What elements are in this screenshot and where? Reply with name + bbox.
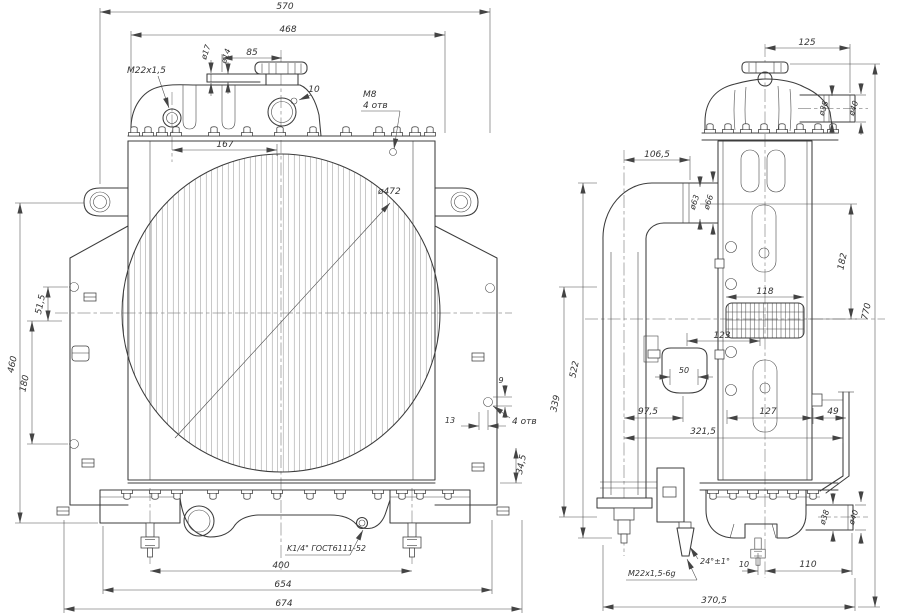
left-foot-stud	[140, 522, 160, 558]
front-view: 570 468 85 ø17 ø14 M22x1,5 10 M8 4 отв 1…	[6, 2, 537, 613]
dim-bottom-pipe-id: ø38	[818, 509, 832, 527]
dim-front-85: 85	[246, 48, 258, 58]
dim-front-460: 460	[6, 355, 19, 374]
drain-plug	[676, 521, 695, 557]
dim-side-97-5: 97,5	[638, 407, 658, 417]
dim-front-51-5: 51,5	[34, 293, 48, 315]
dim-side-118: 118	[756, 287, 773, 297]
bottom-flange-bolts	[121, 489, 454, 500]
dim-front-180: 180	[18, 374, 31, 393]
dim-front-570: 570	[276, 2, 293, 12]
dim-pad-50: 50	[679, 366, 689, 375]
dim-front-654: 654	[274, 580, 291, 590]
label-drain-spec: K1/4" ГОСТ6111-52	[287, 544, 366, 553]
side-dimensions: 125 ø38 ø40 106,5 ø63 ø66 182 118 770	[549, 38, 880, 611]
dim-side-370-5: 370,5	[701, 596, 727, 606]
dim-side-123: 123	[713, 331, 730, 341]
side-bottom-tank	[699, 482, 854, 566]
front-bottom-tank	[99, 482, 471, 558]
dim-front-674: 674	[275, 599, 292, 609]
dim-front-468: 468	[279, 25, 296, 35]
dim-side-110: 110	[799, 560, 816, 570]
dim-side-125: 125	[798, 38, 815, 48]
side-view: 125 ø38 ø40 106,5 ø63 ø66 182 118 770	[549, 38, 885, 611]
dim-side-106-5: 106,5	[644, 150, 670, 160]
dim-inlet-pipe-od: ø66	[702, 194, 716, 212]
front-top-tank	[127, 61, 436, 156]
filler-cap	[254, 61, 308, 127]
side-bottom-bolts	[707, 489, 819, 500]
dim-side-127: 127	[759, 407, 776, 417]
label-bolt-m8: M8	[363, 90, 377, 100]
label-bolt-m8-qty: 4 отв	[363, 101, 388, 111]
dim-bottom-pipe-od: ø40	[847, 509, 861, 527]
front-dimensions: 570 468 85 ø17 ø14 M22x1,5 10 M8 4 отв 1…	[6, 2, 537, 613]
right-foot-stud	[402, 522, 422, 558]
dim-top-pipe-od: ø40	[847, 100, 861, 118]
label-holes-qty: 4 отв	[512, 417, 537, 427]
overflow-pipe	[206, 73, 261, 83]
label-drain-thread: M22x1,5-6g	[628, 569, 676, 578]
dim-front-400: 400	[272, 561, 289, 571]
front-side-brackets	[56, 225, 510, 516]
inlet-boss	[162, 108, 182, 128]
front-mounting-ears	[83, 187, 479, 217]
corrugated-hose	[725, 302, 805, 339]
label-inlet-thread: M22x1,5	[127, 66, 166, 76]
side-core	[714, 140, 854, 494]
top-flange-bolts	[128, 126, 436, 137]
outlet-pipe-bottom	[805, 504, 854, 531]
side-top-tank	[701, 61, 856, 141]
dim-fan-dia-472: ø472	[377, 187, 401, 197]
outlet-pipe-top	[799, 94, 856, 123]
dim-hole-offset-9: 9	[498, 376, 503, 385]
filler-cap-side	[741, 61, 789, 87]
side-top-bolts	[704, 123, 839, 134]
dim-overflow-id: ø14	[219, 47, 233, 65]
dim-inlet-pipe-id: ø63	[688, 194, 702, 212]
dim-side-321-5: 321,5	[690, 427, 716, 437]
dim-side-10: 10	[739, 560, 749, 569]
dim-side-182: 182	[836, 252, 849, 271]
drain-fitting-front	[355, 516, 369, 530]
dim-front-34-5: 34,5	[515, 453, 529, 475]
dim-cap-hole-10: 10	[308, 85, 320, 95]
label-cone-angle: 24°±1°	[700, 557, 730, 566]
fan-shroud-circle	[121, 153, 441, 473]
dim-side-49: 49	[827, 407, 839, 417]
inlet-pipe	[596, 182, 719, 557]
dim-overflow-od: ø17	[199, 43, 213, 62]
dim-front-167: 167	[216, 140, 233, 150]
dim-side-770: 770	[860, 302, 873, 321]
dim-side-339: 339	[549, 394, 562, 413]
outlet-flange	[183, 505, 215, 537]
dim-side-522: 522	[568, 360, 581, 379]
dim-hole-offset-13: 13	[445, 416, 455, 425]
